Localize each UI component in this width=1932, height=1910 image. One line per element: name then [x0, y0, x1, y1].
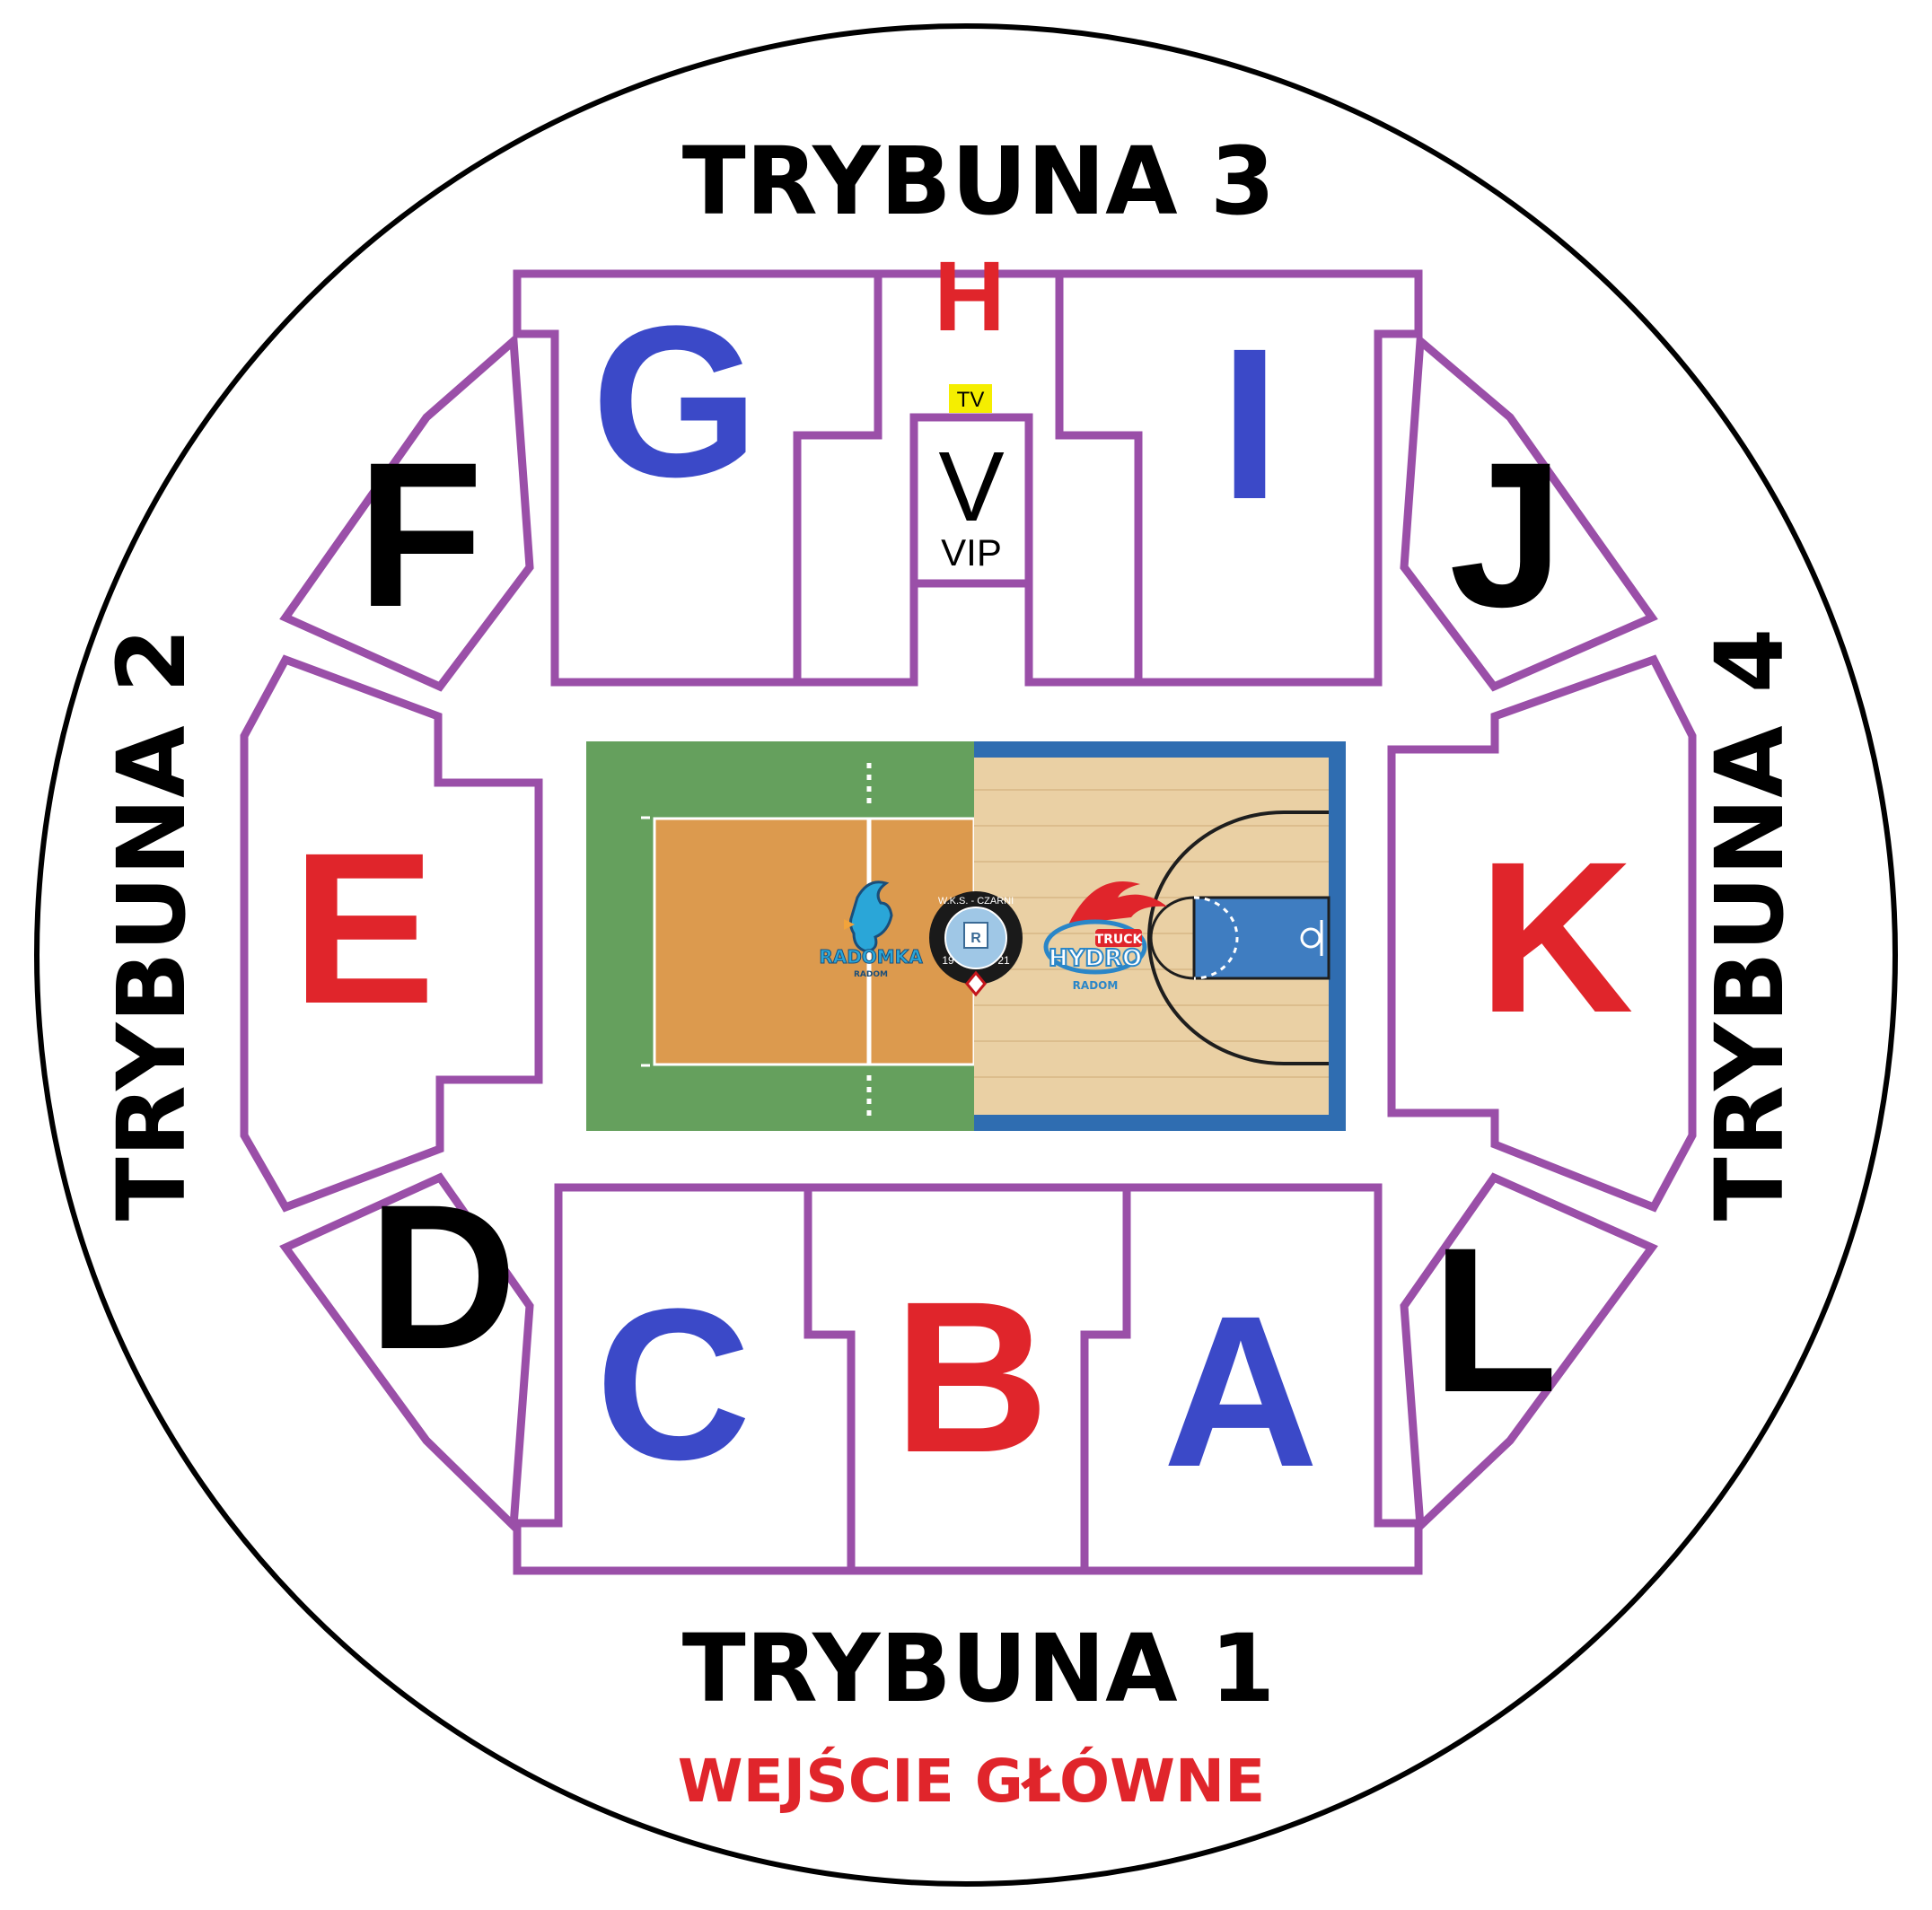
sector-j[interactable]	[1400, 332, 1658, 692]
volleyball-court	[653, 817, 976, 1066]
sector-g-label: G	[592, 281, 760, 521]
sector-k[interactable]	[1387, 654, 1697, 1213]
czarni-top: W.K.S. - CZARNI	[938, 896, 1014, 907]
hydro-badge	[1095, 929, 1142, 947]
radomka-name: RADOMKA	[819, 946, 923, 968]
radomka-logo: RADOMKA RADOM	[819, 881, 924, 979]
hoop	[1300, 927, 1322, 949]
sector-f[interactable]	[279, 332, 534, 692]
sector-l-label: L	[1432, 1205, 1559, 1435]
crest-diamond	[965, 970, 987, 997]
sector-k-label: K	[1478, 817, 1633, 1057]
czarni-year-left: 19	[942, 954, 954, 967]
rooster-beak	[844, 919, 855, 930]
stand-label-right: TRYBUNA 4	[1695, 628, 1805, 1221]
hydro-ring	[1043, 919, 1147, 975]
stand-label-top: TRYBUNA 3	[682, 127, 1275, 236]
crest-tower	[963, 922, 988, 949]
czarni-logo: R W.K.S. - CZARNI 19 21	[929, 891, 1023, 997]
sector-e-label: E	[292, 808, 435, 1048]
sector-e[interactable]	[240, 654, 543, 1213]
sector-i-label: I	[1220, 303, 1280, 544]
hydro-sub: RADOM	[1073, 979, 1119, 992]
rooster-icon	[848, 881, 893, 953]
radomka-sub: RADOM	[854, 970, 888, 979]
sector-vip-letter: V	[938, 432, 1004, 542]
free-throw-circle	[1149, 896, 1195, 980]
sector-b-label: B	[893, 1257, 1049, 1497]
sector-f-label: F	[357, 419, 484, 650]
stand-label-bottom: TRYBUNA 1	[682, 1614, 1275, 1723]
sector-d-label: D	[368, 1161, 517, 1392]
sector-c-label: C	[595, 1264, 751, 1504]
sector-d[interactable]	[279, 1172, 534, 1535]
sector-l[interactable]	[1400, 1172, 1658, 1535]
sector-a-label: A	[1163, 1271, 1318, 1511]
three-point-line	[1147, 810, 1329, 1065]
stand-label-left: TRYBUNA 2	[97, 628, 206, 1221]
basketball-paint	[1192, 896, 1330, 980]
sector-j-label: J	[1449, 419, 1564, 650]
sector-vip[interactable]	[909, 413, 1033, 588]
hydro-logo: TRUCK HYDRO RADOM	[1043, 881, 1167, 992]
free-throw-circle-dashed	[1193, 896, 1239, 980]
hydro-name: HYDRO	[1049, 945, 1142, 972]
tv-badge-label: TV	[957, 388, 985, 412]
tv-badge	[949, 384, 992, 413]
czarni-year-right: 21	[997, 954, 1010, 967]
sector-a[interactable]	[1080, 1183, 1423, 1575]
czarni-center: R	[970, 931, 981, 946]
flame-ball-icon	[1068, 881, 1167, 924]
hydro-badge-text: TRUCK	[1095, 933, 1144, 947]
main-entrance-label: WEJŚCIE GŁÓWNE	[678, 1747, 1265, 1816]
sector-i[interactable]	[1055, 269, 1423, 687]
sector-h-label: H	[934, 241, 1005, 352]
sector-vip-label: VIP	[941, 531, 1002, 574]
